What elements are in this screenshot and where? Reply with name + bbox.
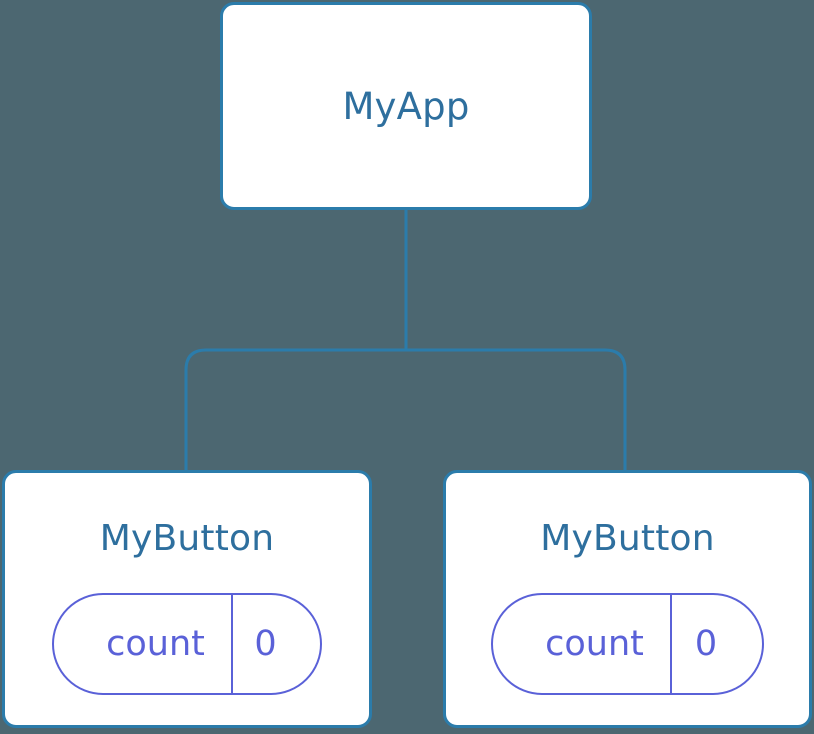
node-title: MyButton [99,518,275,559]
connector-branch-right [406,348,627,472]
connector-branch-left [184,348,406,472]
node-title: MyButton [540,518,715,559]
node-title: MyApp [342,84,470,128]
state-pill[interactable]: count 0 [491,593,764,695]
state-pill[interactable]: count 0 [52,593,322,695]
state-key: count [545,623,644,664]
node-mybutton-2[interactable]: MyButton count 0 [443,470,812,728]
node-myapp[interactable]: MyApp [220,2,592,210]
state-key: count [106,623,205,664]
state-value: 0 [231,595,320,693]
node-mybutton-1[interactable]: MyButton count 0 [2,470,372,728]
state-value: 0 [670,595,762,693]
